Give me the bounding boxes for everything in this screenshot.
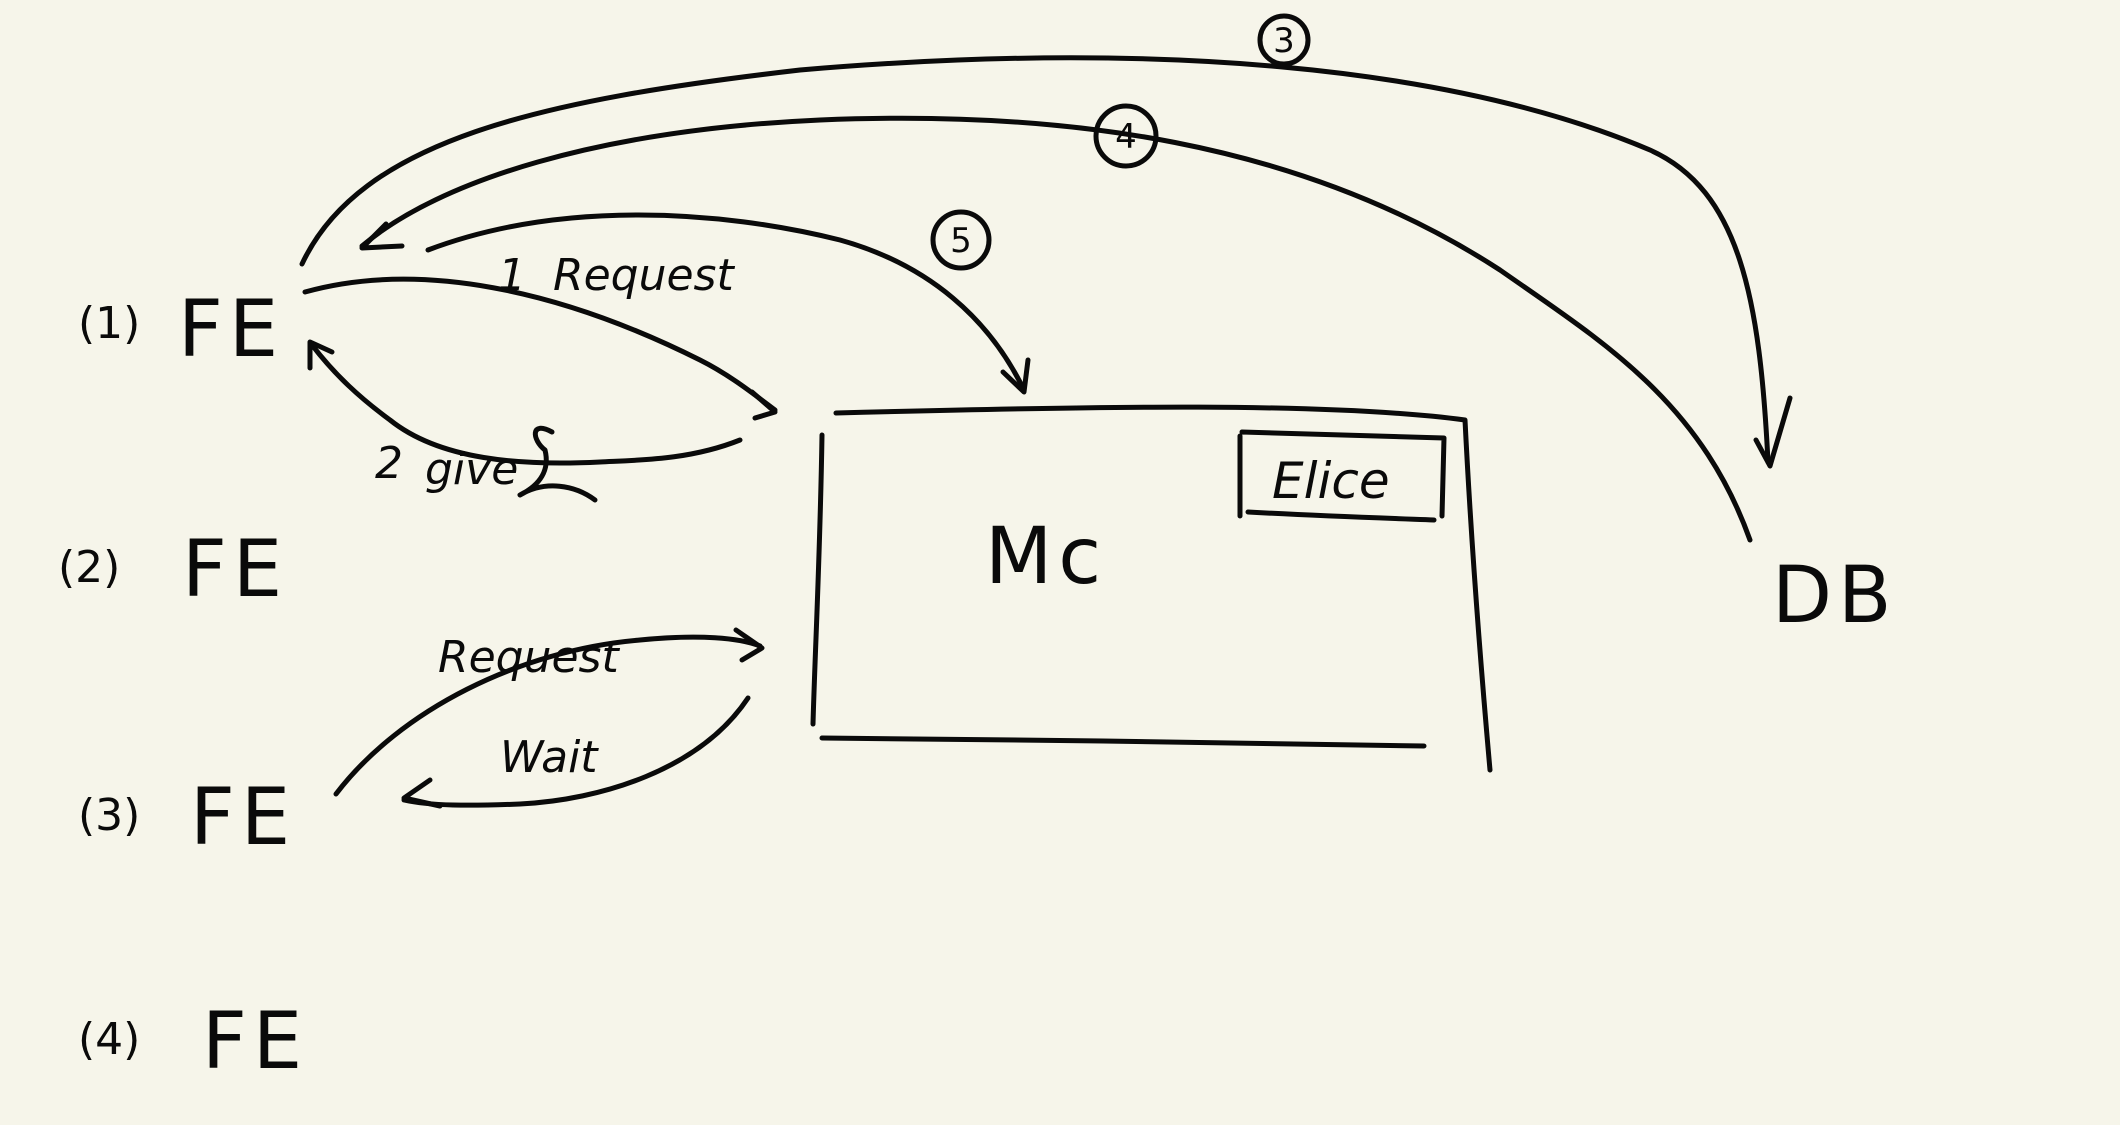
arrow-fe1-to-mc-head bbox=[1000, 357, 1031, 395]
arrow-fe1-to-mc-marker-circle bbox=[930, 209, 992, 271]
fe-node-1: (1) FE bbox=[78, 285, 284, 375]
fe-node-4: (4) FE bbox=[78, 997, 308, 1087]
fe-node-4-index: (4) bbox=[78, 1014, 140, 1065]
arrow-fe3-wait-head bbox=[401, 777, 443, 809]
arrow-fe3-request: Request bbox=[333, 627, 765, 797]
fe-node-1-label: FE bbox=[178, 285, 284, 375]
db-label: DB bbox=[1772, 551, 1898, 641]
arrow-fe1-to-mc-marker: 5 bbox=[950, 221, 972, 261]
arrow-fe1-to-db-marker-circle bbox=[1257, 13, 1311, 67]
arrow-fe1-give-head bbox=[307, 339, 335, 371]
fe-node-1-index: (1) bbox=[78, 298, 140, 349]
arrow-fe1-to-mc: 5 bbox=[425, 209, 1031, 395]
arrow-fe1-give-marker: 2 bbox=[375, 438, 403, 489]
mc-box-outline bbox=[810, 404, 1493, 773]
arrow-fe1-to-db-line bbox=[299, 55, 1771, 465]
arrow-fe3-wait: Wait bbox=[401, 695, 751, 809]
arrow-fe1-request-line bbox=[302, 276, 778, 413]
fe-node-2: (2) FE bbox=[58, 525, 288, 615]
arrow-fe1-to-db-head bbox=[1753, 395, 1793, 469]
arrow-db-to-fe1-marker: 4 bbox=[1115, 117, 1137, 157]
arrow-fe1-to-db-marker: 3 bbox=[1273, 21, 1295, 61]
fe-node-2-label: FE bbox=[182, 525, 288, 615]
elice-box-outline bbox=[1237, 429, 1447, 523]
arrow-db-to-fe1-line bbox=[359, 115, 1753, 543]
fe-node-3-label: FE bbox=[190, 773, 296, 863]
give-scribble bbox=[517, 425, 598, 503]
fe-node-2-index: (2) bbox=[58, 542, 120, 593]
arrow-fe1-request-head bbox=[749, 389, 778, 421]
mc-label: Mc bbox=[985, 512, 1107, 602]
fe-node-3-index: (3) bbox=[78, 790, 140, 841]
arrow-fe1-give-line bbox=[309, 342, 743, 466]
arrow-fe1-give-label: give bbox=[425, 444, 518, 495]
arrow-fe3-request-line bbox=[333, 634, 763, 797]
fe-node-3: (3) FE bbox=[78, 773, 296, 863]
arrow-fe3-request-head bbox=[733, 627, 765, 663]
arrow-fe1-to-mc-line bbox=[425, 212, 1027, 393]
arrow-fe3-wait-label: Wait bbox=[500, 732, 599, 783]
arrow-db-to-fe1-head bbox=[359, 221, 405, 251]
arrow-db-to-fe1-marker-circle bbox=[1093, 103, 1159, 169]
arrow-fe1-give: 2 give bbox=[307, 339, 743, 503]
arrow-fe3-request-label: Request bbox=[438, 632, 620, 683]
arrow-fe1-request: 1 Request bbox=[302, 250, 778, 421]
arrow-fe1-request-label: Request bbox=[553, 250, 735, 301]
mc-box: Mc Elice bbox=[810, 404, 1493, 773]
arrow-db-to-fe1: 4 bbox=[359, 103, 1753, 543]
arrow-fe1-request-marker: 1 bbox=[498, 250, 526, 301]
arrow-fe1-to-db: 3 bbox=[299, 13, 1793, 469]
fe-node-4-label: FE bbox=[202, 997, 308, 1087]
elice-label: Elice bbox=[1272, 452, 1390, 510]
